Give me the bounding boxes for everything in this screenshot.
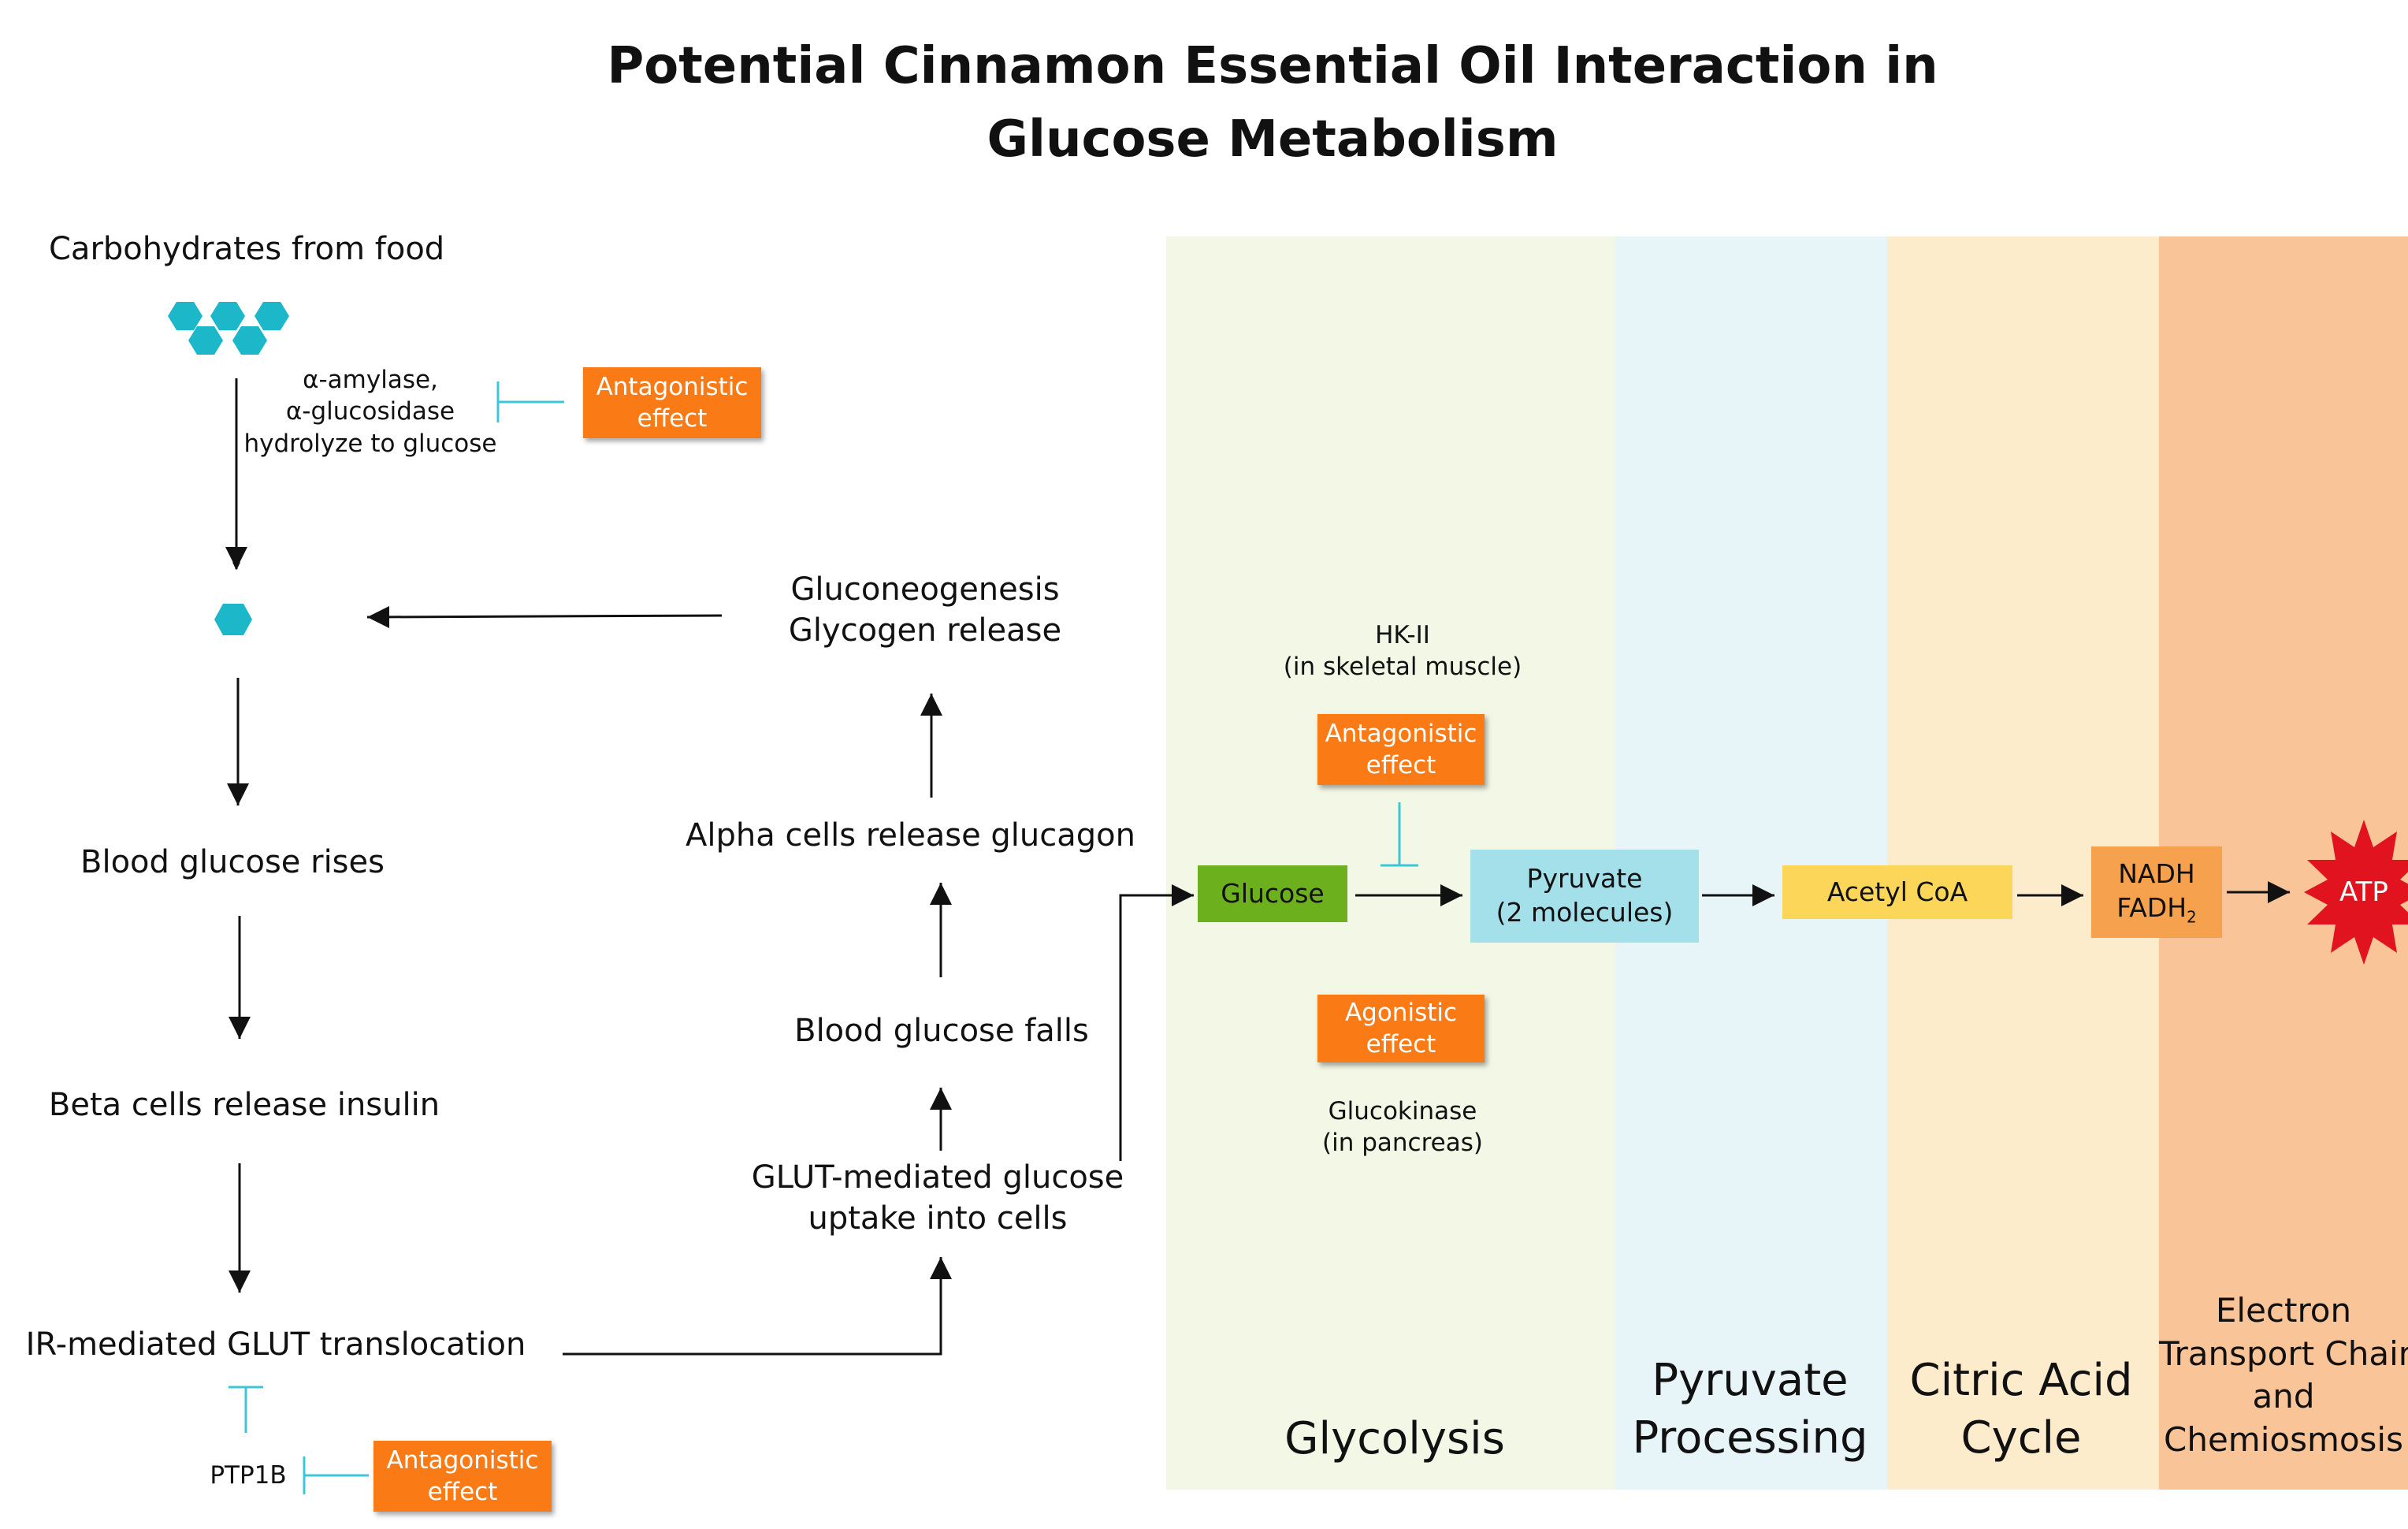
hk2-line-2: (in skeletal muscle) [1283, 653, 1522, 682]
carb-hexagon [210, 302, 245, 330]
diagram-title: Potential Cinnamon Essential Oil Interac… [0, 30, 2408, 177]
arrow-uptake-to-glucose [1119, 894, 1194, 1161]
glut-uptake-label: GLUT-mediated glucose uptake into cells [733, 1157, 1143, 1239]
pyruvate-node: Pyruvate (2 molecules) [1470, 850, 1699, 943]
head-alpha-to-gluco [920, 694, 942, 716]
effect-word: Antagonistic [386, 1445, 539, 1475]
hk2-label: HK-II (in skeletal muscle) [1276, 619, 1529, 683]
fadh2-label: FADH2 [2116, 891, 2197, 928]
pyruvate-line-2: (2 molecules) [1496, 897, 1674, 928]
glut-line-1: GLUT-mediated glucose [751, 1159, 1124, 1196]
effect-word: Antagonistic [596, 372, 749, 401]
title-line-2: Glucose Metabolism [987, 110, 1559, 169]
glucose-hexagon [214, 604, 252, 635]
head-nadh-to-atp [2268, 881, 2290, 903]
acetyl-coa-node: Acetyl CoA [1782, 865, 2012, 919]
head-glucose-to-pyruvate [1440, 884, 1462, 906]
head-beta-to-ir [229, 1270, 251, 1293]
effect-suffix: effect [427, 1478, 498, 1506]
blood-glucose-falls-label: Blood glucose falls [794, 1013, 1089, 1049]
glucokinase-label: Glucokinase (in pancreas) [1276, 1096, 1529, 1159]
carb-hexagon [255, 302, 289, 330]
head-carbs-to-glucose [225, 547, 247, 569]
glucose-node-label: Glucose [1221, 877, 1325, 909]
glut-line-2: uptake into cells [808, 1200, 1068, 1237]
effect-word: Agonistic [1344, 998, 1458, 1027]
head-uptake-to-falls [930, 1088, 952, 1110]
carb-hexagon [168, 302, 203, 330]
carb-hexagon [188, 326, 223, 355]
etc-zone-label: Electron Transport Chain and Chemiosmosi… [2159, 1289, 2408, 1461]
head-acetyl-to-nadh [2061, 884, 2083, 906]
ir-glut-label: IR-mediated GLUT translocation [25, 1326, 526, 1363]
ptp1b-label: PTP1B [210, 1461, 287, 1490]
beta-cells-label: Beta cells release insulin [48, 1087, 440, 1123]
fadh2-main: FADH [2116, 891, 2187, 923]
antagonistic-effect-box-hk2: Antagonistic effect [1317, 714, 1485, 785]
pyruvate-line-1: Pyruvate [1526, 863, 1643, 895]
head-glucose-to-rise [227, 783, 249, 805]
etc-line-2: Transport Chain [2159, 1334, 2408, 1373]
atp-label: ATP [2339, 876, 2388, 908]
enzyme-line-3: hydrolyze to glucose [243, 429, 497, 458]
arrow-ir-to-uptake [563, 1257, 942, 1356]
blood-glucose-rises-label: Blood glucose rises [80, 844, 385, 880]
gluco-line-1: Gluconeogenesis [790, 571, 1060, 608]
effect-suffix: effect [1366, 1030, 1436, 1058]
antagonistic-effect-box-ptp1b: Antagonistic effect [373, 1441, 552, 1512]
enzymes-label: α-amylase, α-glucosidase hydrolyze to gl… [236, 364, 504, 459]
atp-star [2304, 820, 2408, 965]
fadh2-subscript: 2 [2187, 907, 2197, 927]
head-ir-to-uptake [930, 1257, 952, 1279]
glucokinase-line-2: (in pancreas) [1322, 1129, 1483, 1158]
head-uptake-to-glucose [1172, 884, 1194, 906]
antagonistic-effect-box-enzymes: Antagonistic effect [583, 367, 761, 438]
title-line-1: Potential Cinnamon Essential Oil Interac… [607, 37, 1938, 95]
ca-line-2: Cycle [1960, 1412, 2082, 1464]
ca-line-1: Citric Acid [1909, 1355, 2133, 1406]
etc-line-1: Electron [2215, 1291, 2352, 1330]
head-rise-to-beta [229, 1017, 251, 1039]
hk2-line-1: HK-II [1375, 621, 1430, 649]
enzyme-line-2: α-glucosidase [285, 397, 455, 426]
nadh-fadh2-node: NADH FADH2 [2091, 846, 2222, 938]
etc-line-4: Chemiosmosis [2164, 1419, 2403, 1459]
citric-acid-zone-label: Citric Acid Cycle [1891, 1352, 2151, 1468]
head-gluco-to-glucose [367, 606, 389, 628]
carb-hexagon [232, 326, 267, 355]
acetyl-coa-label: Acetyl CoA [1826, 876, 1968, 907]
effect-word: Antagonistic [1325, 719, 1477, 748]
carbs-label: Carbohydrates from food [49, 231, 445, 267]
pp-line-1: Pyruvate [1652, 1355, 1849, 1406]
glucokinase-line-1: Glucokinase [1328, 1097, 1477, 1125]
nadh-label: NADH [2118, 858, 2195, 889]
pp-line-2: Processing [1632, 1412, 1868, 1464]
agonistic-effect-box: Agonistic effect [1317, 995, 1485, 1062]
pyruvate-processing-zone-label: Pyruvate Processing [1604, 1352, 1896, 1468]
head-pyruvate-to-acetyl [1752, 884, 1774, 906]
effect-suffix: effect [1366, 751, 1436, 779]
glycolysis-zone-label: Glycolysis [1284, 1413, 1505, 1464]
etc-line-3: and [2252, 1377, 2315, 1416]
head-falls-to-alpha [930, 883, 952, 905]
arrow-gluco-to-glucose [366, 614, 723, 619]
enzyme-line-1: α-amylase, [303, 366, 438, 394]
gluconeogenesis-label: Gluconeogenesis Glycogen release [744, 569, 1106, 651]
glucose-node: Glucose [1198, 865, 1347, 922]
alpha-cells-label: Alpha cells release glucagon [686, 817, 1135, 854]
effect-suffix: effect [637, 404, 708, 433]
gluco-line-2: Glycogen release [788, 612, 1062, 649]
